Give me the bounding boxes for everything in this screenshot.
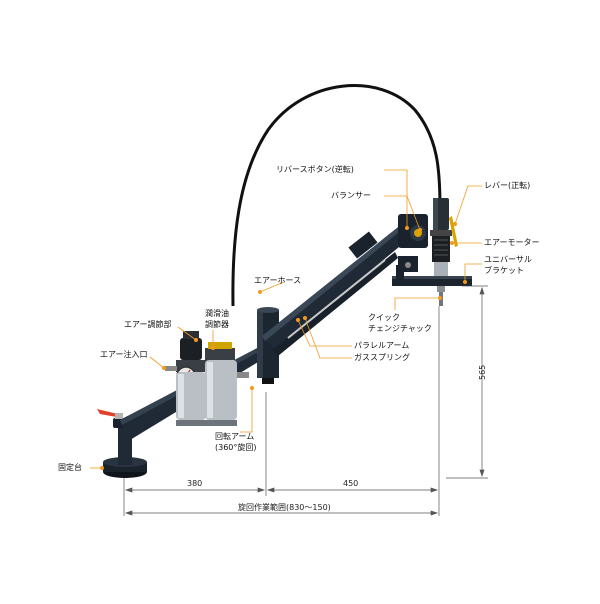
leader-lever — [454, 185, 482, 225]
dimension-380: 380 — [187, 479, 203, 488]
dot-air-hose — [258, 290, 262, 294]
label-reverse-button: リバースボタン(逆転) — [276, 165, 354, 174]
label-air-regulator: エアー調節部 — [124, 320, 172, 329]
dot-parallel-arm — [296, 318, 300, 322]
leader-balancer — [384, 195, 421, 231]
arrow-380-right — [257, 487, 266, 493]
leader-rotating-arm — [240, 388, 253, 433]
label-air-inlet: エアー注入口 — [100, 350, 148, 359]
parallel-arm-beam — [262, 220, 417, 356]
label-lubricator-line2: 調節器 — [205, 320, 229, 329]
arrow-380-left — [124, 487, 133, 493]
leader-universal-bracket — [464, 263, 482, 282]
arrow-565-top — [479, 286, 485, 295]
dot-fixed-base — [100, 466, 104, 470]
leader-reverse-button — [384, 169, 408, 228]
dot-air-regulator — [194, 338, 198, 342]
dot-reverse-button — [405, 226, 409, 230]
dimension-565: 565 — [478, 364, 487, 380]
dot-air-motor — [450, 241, 454, 245]
universal-bracket — [392, 265, 472, 286]
label-universal-bracket-line2: ブラケット — [484, 266, 524, 275]
dot-universal-bracket — [463, 280, 467, 284]
leader-air-inlet — [149, 356, 165, 369]
dot-air-inlet — [162, 366, 166, 370]
dot-lubricator — [211, 346, 215, 350]
dot-quick-chuck — [438, 296, 442, 300]
leader-lines — [90, 169, 482, 469]
dot-lever — [453, 222, 457, 226]
leader-dots — [100, 222, 467, 470]
leader-air-regulator — [177, 326, 197, 341]
red-clamp-handle — [97, 409, 123, 419]
leader-parallel-arm — [297, 319, 352, 347]
dot-rotating-arm — [250, 386, 254, 390]
label-universal-bracket-line1: ユニバーサル — [484, 255, 532, 264]
label-fixed-base: 固定台 — [58, 463, 82, 472]
label-rotating-arm-line2: (360°旋回) — [215, 443, 257, 452]
label-air-motor: エアーモーター — [484, 238, 540, 247]
dimension-450: 450 — [343, 479, 359, 488]
label-parallel-arm: パラレルアーム — [354, 341, 410, 350]
air-hose — [231, 84, 442, 307]
dimension-lines — [123, 285, 488, 516]
label-balancer: バランサー — [331, 191, 371, 200]
arrow-450-right — [430, 487, 439, 493]
leader-gas-spring — [304, 317, 352, 359]
label-air-hose: エアーホース — [254, 276, 302, 285]
regulator-assembly — [165, 331, 249, 426]
arrow-565-bottom — [479, 469, 485, 478]
dimension-working-range: 旋回作業範囲(830〜150) — [238, 503, 331, 512]
label-gas-spring: ガススプリング — [354, 353, 410, 362]
balancer-block — [398, 214, 428, 272]
label-quick-chuck-line2: チェンジチャック — [368, 324, 432, 333]
arrow-450-left — [266, 487, 275, 493]
dot-gas-spring — [303, 316, 307, 320]
label-lubricator-line1: 潤滑油 — [205, 309, 229, 318]
arrow-range-left — [124, 510, 133, 516]
leader-quick-chuck — [394, 297, 440, 310]
arrow-range-right — [430, 510, 439, 516]
dot-balancer — [418, 228, 422, 232]
label-quick-chuck-line1: クイック — [368, 313, 400, 322]
leader-air-hose — [259, 281, 285, 293]
label-rotating-arm-line1: 回転アーム — [215, 432, 255, 441]
air-motor-tool — [430, 198, 458, 306]
label-lever: レバー(正転) — [484, 181, 531, 190]
